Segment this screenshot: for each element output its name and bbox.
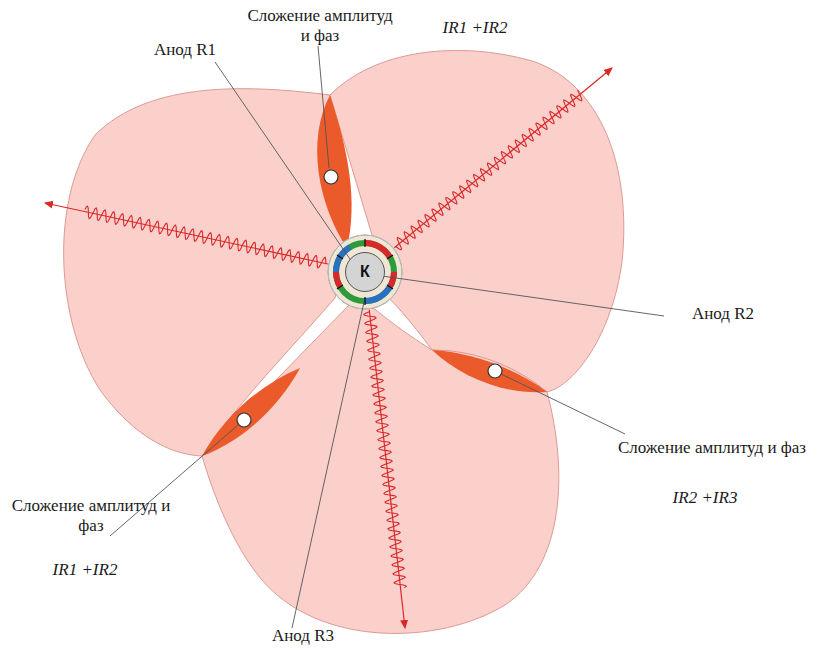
current-sum: IR2 +IR3 — [650, 488, 760, 508]
callout-label: Анод R3 — [248, 626, 358, 646]
node-label: К — [360, 263, 370, 281]
annotation: Сложение амплитуд и фаз — [245, 6, 395, 46]
annotation: Сложение амплитуд и фаз — [612, 438, 812, 458]
overlap-region — [317, 95, 351, 248]
cathode-circle: К — [345, 252, 385, 292]
overlap-region — [202, 368, 300, 456]
sum-point — [324, 170, 338, 184]
anode-segment — [390, 272, 394, 287]
cathode-housing — [328, 235, 402, 309]
wave — [396, 90, 582, 250]
wave — [85, 206, 326, 268]
callout-label: Анод R1 — [130, 40, 240, 60]
field-lobe — [202, 302, 559, 633]
overlap-region — [432, 350, 547, 392]
sum-point — [237, 413, 251, 427]
wave — [364, 312, 407, 588]
sum-point — [488, 364, 502, 378]
annotation: Сложение амплитуд и фаз — [6, 496, 176, 536]
wave-axis-arrow — [45, 203, 328, 264]
callout-label: Анод R2 — [668, 304, 778, 324]
leader-line — [110, 46, 664, 628]
anode-segment — [336, 272, 340, 287]
current-sum: IR1 +IR2 — [30, 560, 140, 580]
segment-ticks — [337, 239, 393, 305]
current-sum: IR1 +IR2 — [420, 18, 530, 38]
